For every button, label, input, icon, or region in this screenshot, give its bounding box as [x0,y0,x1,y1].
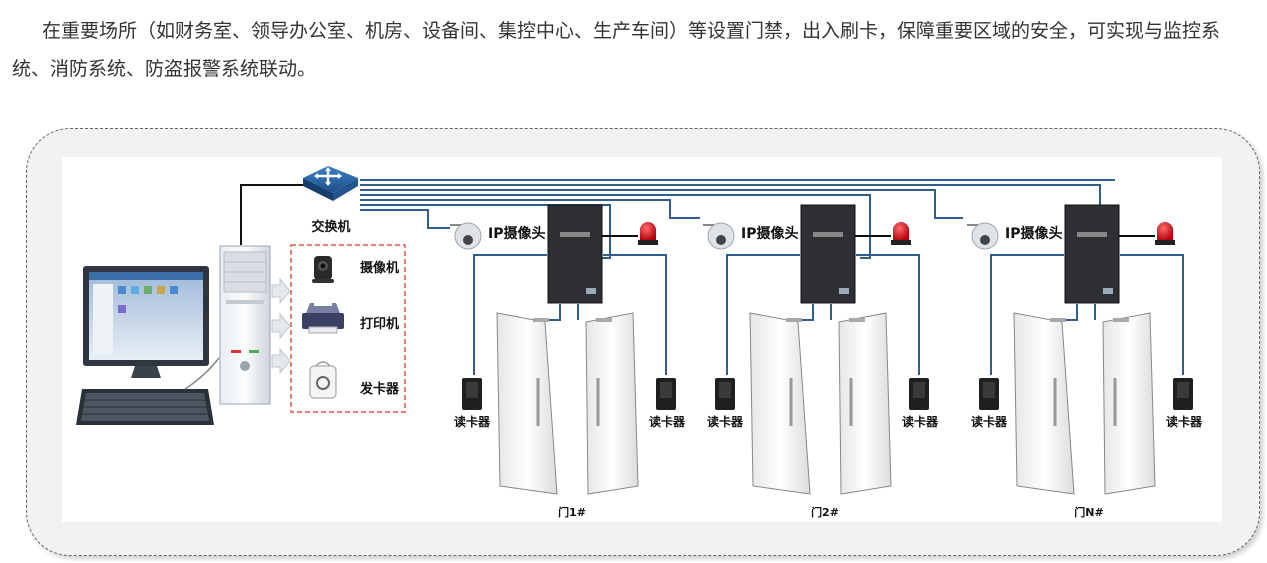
door-group-n [967,204,1193,495]
alarm-light-icon [855,222,911,245]
reader-label-2-left: 读卡器 [707,414,744,429]
door-label-n: 门N# [1074,505,1103,519]
reader-label-n-left: 读卡器 [971,414,1008,429]
peripheral-label-card-issuer: 发卡器 [359,381,400,397]
ip-camera-label-1: IP摄像头 [488,225,545,242]
card-reader-icon [656,378,676,410]
door-leaf-right [585,312,639,495]
webcam-icon [312,256,334,283]
reader-label-1-left: 读卡器 [454,414,491,429]
monitor-icon [83,266,209,378]
printer-icon [302,302,344,334]
keyboard-icon [76,389,214,425]
ip-camera-icon [967,222,999,250]
door-group-2 [703,204,929,495]
switch-to-pc-line [240,184,305,245]
peripheral-label-printer: 打印机 [360,316,399,332]
card-issuer-icon [309,361,337,399]
reader-label-1-right: 读卡器 [649,414,686,429]
alarm-light-icon [602,222,658,245]
controller-box-icon [547,204,603,304]
switch-icon [303,166,358,201]
door-leaf-left [496,312,558,495]
peripheral-label-webcam: 摄像机 [360,260,399,276]
peripherals-box [290,244,406,413]
door-group-1 [450,204,676,495]
ip-camera-icon [703,222,735,250]
card-reader-icon [1173,378,1193,410]
ip-camera-icon [450,222,482,250]
switch-label: 交换机 [311,219,350,235]
card-reader-icon [462,378,482,410]
intro-paragraph: 在重要场所（如财务室、领导办公室、机房、设备间、集控中心、生产车间）等设置门禁，… [12,20,1221,80]
door-label-1: 门1# [558,505,586,519]
ip-camera-label-n: IP摄像头 [1005,225,1062,242]
controller-box-icon [1064,204,1120,304]
pc-tower-icon [219,245,271,405]
peripheral-arrows [271,277,291,375]
alarm-light-icon [1119,222,1175,245]
reader-label-2-right: 读卡器 [902,414,939,429]
card-reader-icon [715,378,735,410]
ip-camera-label-2: IP摄像头 [741,225,798,242]
controller-box-icon [800,204,856,304]
reader-label-n-right: 读卡器 [1166,414,1203,429]
card-reader-icon [979,378,999,410]
card-reader-icon [909,378,929,410]
door-label-2: 门2# [811,505,839,519]
